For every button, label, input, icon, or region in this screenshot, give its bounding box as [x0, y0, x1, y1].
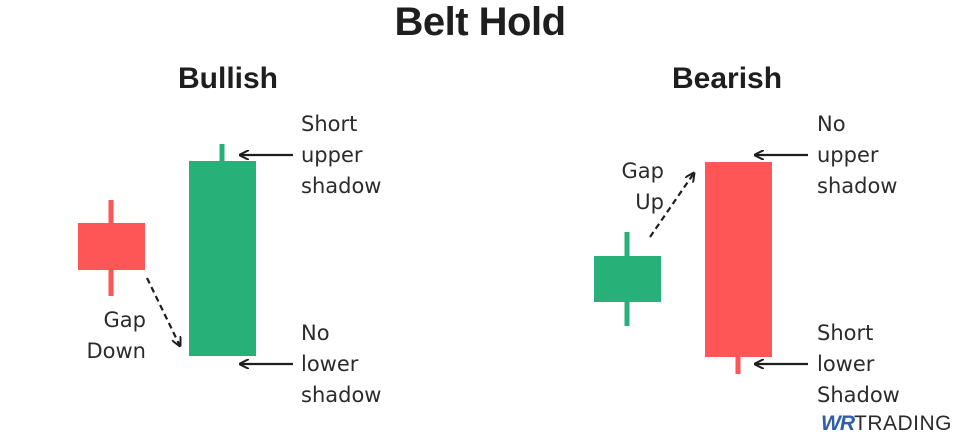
bullish-heading: Bullish	[178, 62, 279, 95]
bullish-prior-body	[78, 223, 145, 270]
logo-text: TRADING	[854, 412, 952, 435]
gap-down-label: Gap Down	[86, 308, 146, 363]
gap-up-label: Gap Up	[621, 159, 664, 214]
logo-mark: WR	[821, 412, 855, 435]
bearish-prior-body	[594, 256, 661, 302]
no-lower-shadow-label: No lower shadow	[301, 321, 382, 407]
bearish-heading: Bearish	[672, 62, 783, 95]
bullish-belt-hold-body	[189, 161, 256, 356]
short-lower-shadow-label: Short lower Shadow	[817, 321, 900, 407]
no-upper-shadow-label: No upper shadow	[817, 112, 898, 198]
bearish-prior-candle	[594, 232, 661, 326]
gap-down-arrow	[146, 277, 180, 346]
diagram-title: Belt Hold	[394, 0, 566, 44]
bearish-belt-hold-body	[705, 162, 772, 357]
bullish-prior-candle	[78, 200, 145, 296]
gap-up-arrow	[649, 173, 694, 238]
short-upper-shadow-label: Short upper shadow	[301, 112, 382, 198]
bearish-belt-hold-candle	[705, 162, 772, 374]
bullish-belt-hold-candle	[189, 144, 256, 356]
wr-trading-logo: WRTRADING	[821, 412, 952, 436]
